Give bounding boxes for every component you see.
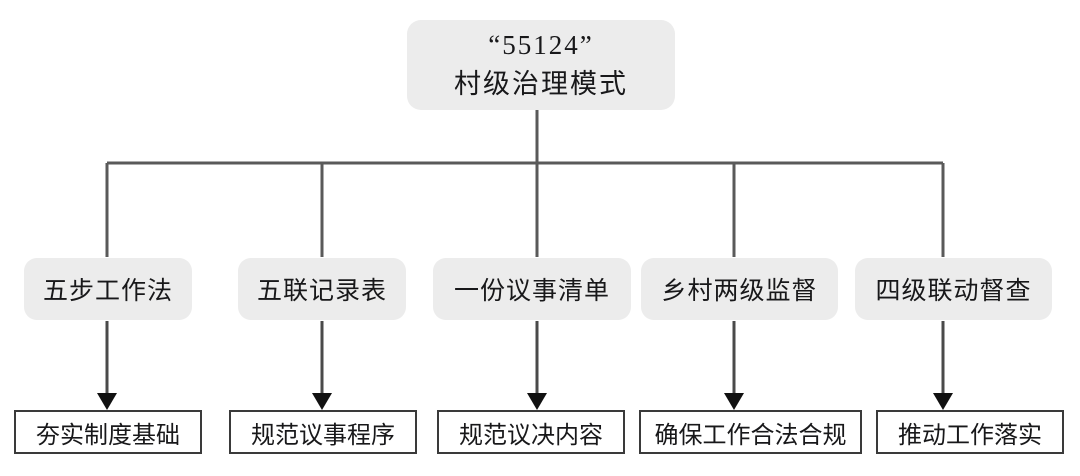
arrowhead-5: [933, 393, 953, 410]
level3-node-5-label: 推动工作落实: [898, 422, 1042, 449]
root-node[interactable]: “55124” 村级治理模式: [407, 20, 675, 110]
arrowhead-2: [312, 393, 332, 410]
level3-node-3-label: 规范议决内容: [459, 422, 603, 449]
level2-node-5[interactable]: 四级联动督查: [855, 258, 1052, 320]
level2-node-1[interactable]: 五步工作法: [24, 258, 192, 320]
arrowhead-4: [724, 393, 744, 410]
level2-node-3[interactable]: 一份议事清单: [433, 258, 631, 320]
arrowhead-1: [97, 393, 117, 410]
level3-node-3[interactable]: 规范议决内容: [437, 410, 625, 454]
level3-node-5[interactable]: 推动工作落实: [876, 410, 1064, 454]
root-node-line2: 村级治理模式: [454, 69, 628, 99]
level3-node-1[interactable]: 夯实制度基础: [14, 410, 202, 454]
level2-node-1-label: 五步工作法: [42, 278, 173, 305]
arrowhead-3: [527, 393, 547, 410]
level2-node-2[interactable]: 五联记录表: [238, 258, 406, 320]
level2-node-4-label: 乡村两级监督: [661, 278, 818, 305]
level3-node-2-label: 规范议事程序: [251, 422, 395, 449]
level2-node-4[interactable]: 乡村两级监督: [641, 258, 838, 320]
level3-node-4[interactable]: 确保工作合法合规: [639, 410, 862, 454]
level2-node-3-label: 一份议事清单: [453, 278, 610, 305]
level3-node-1-label: 夯实制度基础: [36, 422, 180, 449]
level2-node-5-label: 四级联动督查: [875, 278, 1032, 305]
root-node-line1: “55124”: [488, 29, 594, 60]
level3-node-4-label: 确保工作合法合规: [654, 422, 847, 449]
level3-node-2[interactable]: 规范议事程序: [229, 410, 417, 454]
level2-node-2-label: 五联记录表: [256, 278, 387, 305]
